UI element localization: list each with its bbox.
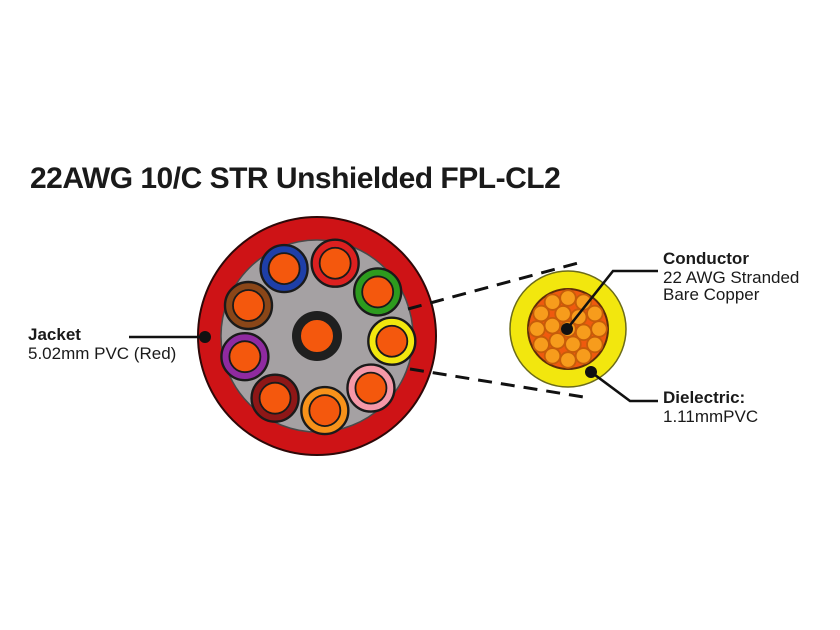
- conductor-label: Conductor 22 AWG Stranded Bare Copper: [663, 250, 799, 303]
- conductor-leader-line: [565, 269, 658, 330]
- dielectric-label-title: Dielectric:: [663, 388, 746, 407]
- copper-strand: [586, 335, 604, 354]
- conductor-core-blue: [267, 252, 301, 285]
- zoom-dashed-line-upper: [407, 261, 579, 311]
- conductor-core-orange: [308, 394, 342, 427]
- copper-strand: [559, 289, 577, 307]
- conductor-core-green: [361, 275, 395, 309]
- dielectric-leader-line: [590, 370, 658, 403]
- dielectric-label-detail: 1.11mmPVC: [663, 407, 759, 426]
- jacket-label-detail: 5.02mm PVC (Red): [28, 344, 177, 363]
- conductor-core-purple: [228, 340, 262, 374]
- copper-strand: [543, 293, 562, 311]
- jacket-label-title: Jacket: [28, 325, 81, 344]
- conductor-leader-dot: [561, 323, 573, 335]
- dielectric-label: Dielectric: 1.11mmPVC: [663, 389, 758, 425]
- conductor-label-detail2: Bare Copper: [663, 285, 760, 304]
- copper-strand: [532, 335, 550, 354]
- copper-strand: [574, 347, 593, 365]
- conductor-core-brown: [232, 289, 265, 322]
- conductor-label-title: Conductor: [663, 249, 749, 268]
- copper-strand: [559, 351, 577, 369]
- zoom-dashed-line-lower: [409, 367, 591, 400]
- conductor-core-pink: [354, 371, 388, 405]
- conductor-label-detail1: 22 AWG Stranded: [663, 268, 800, 287]
- copper-strand: [548, 332, 566, 350]
- copper-strand: [532, 304, 550, 323]
- conductor-core-red: [318, 246, 352, 280]
- conductor-core-black: [300, 319, 334, 353]
- dielectric-leader-dot: [585, 366, 597, 378]
- jacket-label: Jacket 5.02mm PVC (Red): [28, 326, 176, 362]
- conductor-core-yellow: [375, 324, 409, 358]
- jacket-leader-dot: [199, 331, 211, 343]
- conductor-core-dark-red: [258, 381, 292, 415]
- page-title: 22AWG 10/C STR Unshielded FPL-CL2: [30, 162, 561, 195]
- copper-strand: [528, 320, 546, 338]
- copper-strand: [586, 304, 604, 323]
- copper-strand: [543, 347, 562, 365]
- copper-strand: [590, 320, 608, 338]
